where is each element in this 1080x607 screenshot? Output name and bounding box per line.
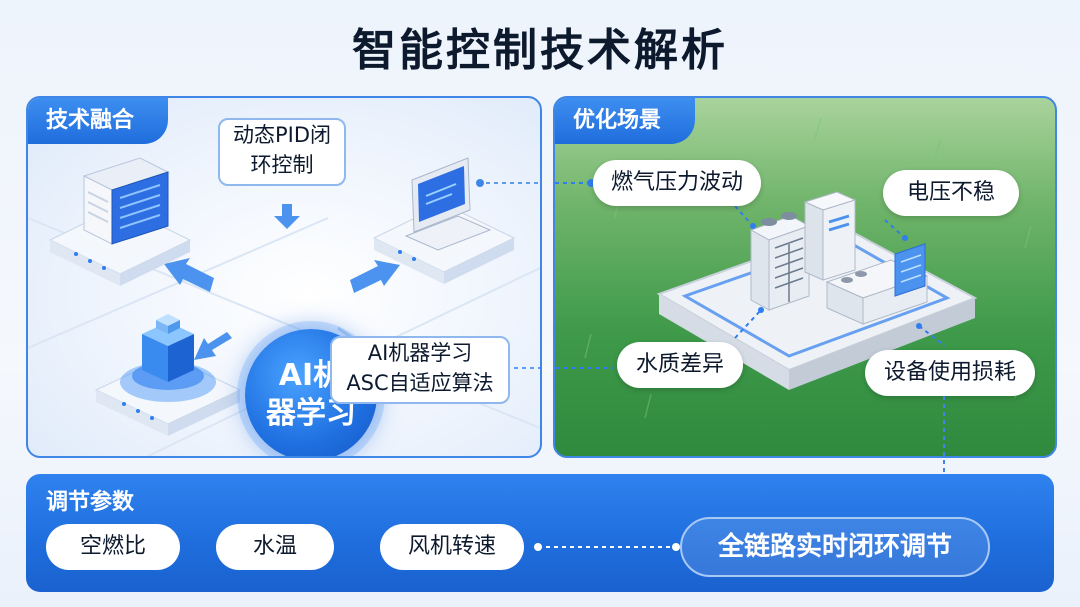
asc-callout-line-1: AI机器学习 xyxy=(367,341,473,365)
tech-fusion-panel: 技术融合 动态PID闭 环控制 AI机 器学习 AI机器学习 ASC自适应算法 xyxy=(26,96,542,458)
scenario-water-quality: 水质差异 xyxy=(617,342,743,388)
computer-device-icon xyxy=(372,157,516,284)
tech-fusion-tab: 技术融合 xyxy=(28,98,169,144)
arrow-right-icon xyxy=(350,260,400,293)
tech-fusion-illustration xyxy=(28,157,540,456)
optimization-scenarios-tab: 优化场景 xyxy=(555,98,696,144)
boiler-platform-illustration xyxy=(555,117,1032,419)
parameters-label: 调节参数 xyxy=(46,490,135,515)
pid-control-line-1: 动态PID闭 xyxy=(232,123,332,147)
arrow-left-icon xyxy=(164,258,214,292)
scenario-equipment-wear: 设备使用损耗 xyxy=(865,350,1035,396)
scenario-voltage: 电压不稳 xyxy=(883,170,1019,216)
control-cabinet-icon xyxy=(803,191,857,281)
water-tank-icon xyxy=(825,243,929,325)
page-title: 智能控制技术解析 xyxy=(352,25,728,76)
param-water-temp: 水温 xyxy=(216,524,334,570)
adjustment-parameters-panel: 调节参数 空燃比 水温 风机转速 全链路实时闭环调节 xyxy=(26,474,1054,592)
processor-device-icon xyxy=(94,314,242,436)
optimization-scenarios-panel: 优化场景 燃气压力波动 电压不稳 水质差异 设备使用损耗 xyxy=(553,96,1057,458)
asc-algorithm-callout: AI机器学习 ASC自适应算法 xyxy=(330,336,510,404)
pid-control-callout: 动态PID闭 环控制 xyxy=(218,118,346,186)
pid-control-line-2: 环控制 xyxy=(250,153,314,177)
param-fan-speed: 风机转速 xyxy=(380,524,524,570)
asc-callout-line-2: ASC自适应算法 xyxy=(346,371,494,395)
arrow-down-icon xyxy=(274,204,300,229)
arrow-down-left-icon xyxy=(194,332,232,360)
boiler-unit-icon xyxy=(749,212,811,311)
server-device-icon xyxy=(48,157,192,286)
scenario-gas-pressure: 燃气压力波动 xyxy=(593,160,761,206)
param-air-fuel-ratio: 空燃比 xyxy=(46,524,180,570)
closed-loop-adjustment: 全链路实时闭环调节 xyxy=(680,517,990,577)
